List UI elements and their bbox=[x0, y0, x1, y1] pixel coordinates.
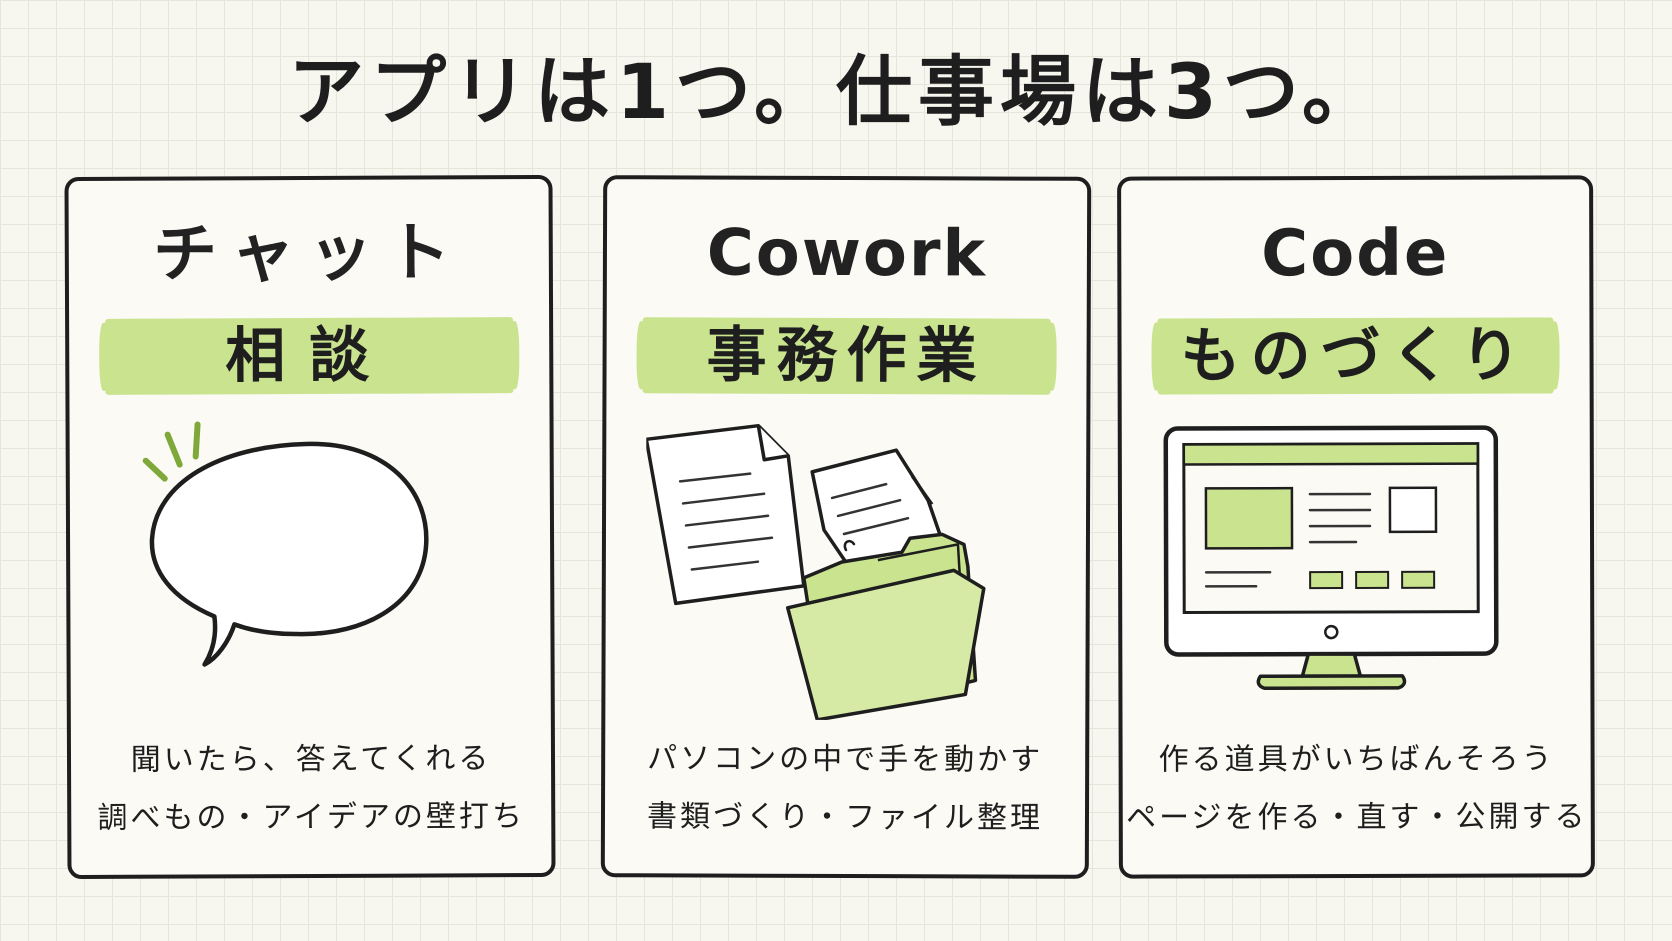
card-desc-line-2: 調べもの・アイデアの壁打ち bbox=[97, 799, 526, 836]
card-tag: ものづくり bbox=[1157, 317, 1554, 395]
folder-icon bbox=[785, 532, 986, 721]
card-desc-line-1: パソコンの中で手を動かす bbox=[647, 741, 1044, 778]
card-code: Code ものづくり 作る道具がいちばんそろう ページを作る・直す・公開 bbox=[1117, 175, 1595, 879]
card-desc-line-2: 書類づくり・ファイル整理 bbox=[646, 799, 1044, 836]
page-title: アプリは1つ。仕事場は3つ。 bbox=[288, 47, 1384, 136]
card-desc-line-1: 作る道具がいちばんそろう bbox=[1158, 741, 1555, 778]
speech-bubble-icon bbox=[142, 421, 429, 667]
card-desc-line-1: 聞いたら、答えてくれる bbox=[130, 741, 492, 778]
card-cowork: Cowork 事務作業 bbox=[600, 175, 1092, 879]
card-name: Code bbox=[1261, 216, 1450, 292]
documents-folder-icon bbox=[645, 423, 986, 721]
monitor-icon bbox=[1163, 425, 1499, 690]
card-desc-line-2: ページを作る・直す・公開する bbox=[1126, 799, 1588, 836]
document-icon bbox=[645, 423, 806, 606]
card-tag: 相談 bbox=[105, 317, 514, 395]
card-chat: チャット 相談 聞いたら、答えてくれる 調べもの・アイデアの壁打ち bbox=[64, 174, 556, 880]
card-tag: 事務作業 bbox=[642, 317, 1051, 395]
card-name: チャット bbox=[152, 216, 465, 292]
card-name: Cowork bbox=[706, 216, 988, 292]
